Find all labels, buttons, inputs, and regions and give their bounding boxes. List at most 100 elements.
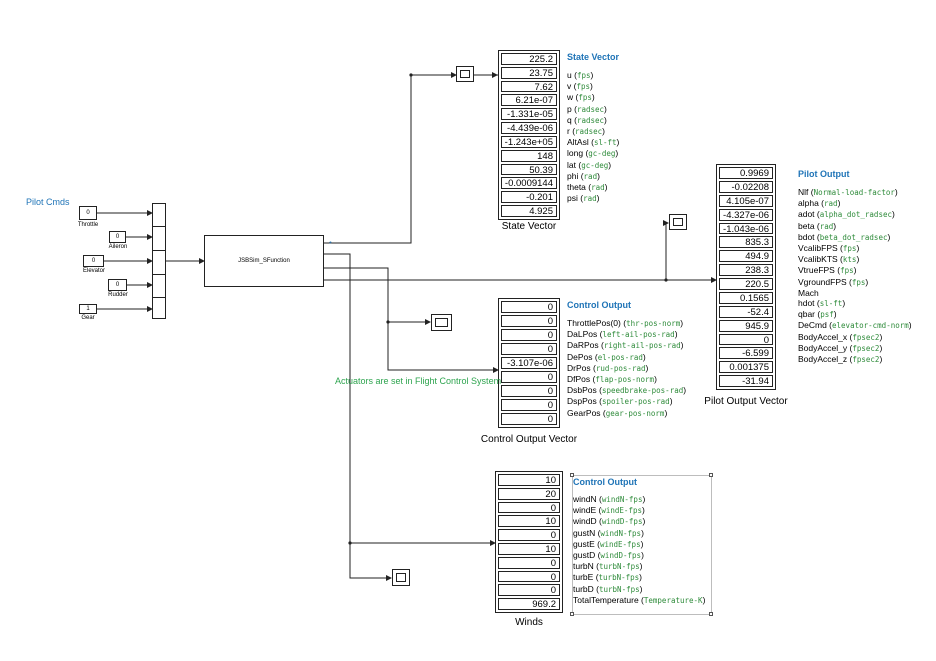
legend-row: windE (windE-fps)	[573, 505, 645, 516]
state-value: -1.331e-05	[501, 108, 557, 121]
winds-value: 0	[498, 584, 560, 597]
legend-row: r (radsec)	[567, 126, 605, 137]
resize-handle[interactable]	[570, 473, 574, 477]
pilot-value: 0.001375	[719, 361, 773, 374]
legend-row: turbE (turbN-fps)	[573, 572, 643, 583]
constant-rudder-value: 0	[115, 282, 120, 288]
legend-row: gustN (windN-fps)	[573, 527, 644, 538]
legend-row: psi (rad)	[567, 193, 600, 204]
control-output-title: Control Output	[567, 300, 631, 310]
scope-pilot[interactable]	[669, 214, 687, 230]
wire-state	[324, 74, 498, 244]
legend-row: Mach	[798, 287, 819, 298]
state-vector-legend: u (fps) v (fps) w (fps) p (radsec) q (ra…	[567, 70, 619, 204]
control-output-display[interactable]: 0 0 0 0 -3.107e-06 0 0 0 0	[498, 298, 560, 428]
legend-row: hdot (sl-ft)	[798, 298, 846, 309]
state-vector-display[interactable]: 225.2 23.75 7.62 6.21e-07 -1.331e-05 -4.…	[498, 50, 560, 220]
legend-row: turbN (turbN-fps)	[573, 561, 643, 572]
legend-row: DaLPos (left-ail-pos-rad)	[567, 329, 678, 340]
legend-row: gustE (windE-fps)	[573, 538, 644, 549]
state-value: 6.21e-07	[501, 94, 557, 107]
pilot-output-legend: Nlf (Normal-load-factor) alpha (rad) ado…	[798, 187, 912, 365]
constant-aileron-caption: Aileron	[108, 244, 128, 250]
winds-annotation-frame[interactable]	[572, 475, 712, 615]
state-value: -0.201	[501, 191, 557, 204]
legend-row: phi (rad)	[567, 170, 600, 181]
legend-row: DspPos (spoiler-pos-rad)	[567, 396, 673, 407]
scope-state[interactable]	[456, 66, 474, 82]
scope-control[interactable]	[431, 314, 452, 331]
control-value: 0	[501, 371, 557, 383]
pilot-value: -6.599	[719, 347, 773, 360]
pilot-value: 220.5	[719, 278, 773, 290]
resize-handle[interactable]	[570, 612, 574, 616]
winds-value: 10	[498, 542, 560, 555]
legend-row: long (gc-deg)	[567, 148, 619, 159]
scope-winds[interactable]	[392, 569, 410, 586]
pilot-output-title: Pilot Output	[798, 169, 850, 179]
sfunction-label: JSBSim_SFunction	[238, 258, 290, 264]
pilot-value: 0.1565	[719, 291, 773, 304]
constant-elevator-caption: Elevator	[82, 268, 105, 274]
pilot-value: -4.327e-06	[719, 208, 773, 221]
control-output-caption: Control Output Vector	[480, 434, 578, 445]
legend-row: u (fps)	[567, 70, 594, 80]
pilot-output-display[interactable]: 0.9969 -0.02208 4.105e-07 -4.327e-06 -1.…	[716, 164, 776, 390]
legend-row: VcalibFPS (fps)	[798, 243, 860, 254]
legend-row: VcalibKTS (kts)	[798, 254, 860, 265]
state-value: 50.39	[501, 163, 557, 176]
resize-handle[interactable]	[709, 473, 713, 477]
port-marker: *	[329, 241, 332, 248]
winds-value: 0	[498, 501, 560, 514]
wire-winds	[324, 253, 392, 581]
constant-rudder[interactable]: 0	[108, 279, 127, 291]
constant-aileron-value: 0	[115, 234, 120, 240]
winds-value: 0	[498, 556, 560, 569]
constant-throttle-caption: Throttle	[77, 222, 99, 228]
legend-row: AltAsl (sl-ft)	[567, 137, 620, 148]
legend-row: q (radsec)	[567, 114, 607, 125]
constant-gear-caption: Gear	[81, 315, 95, 321]
state-vector-title: State Vector	[567, 52, 620, 62]
legend-row: TotalTemperature (Temperature-K)	[573, 594, 706, 605]
winds-legend: windN (windN-fps) windE (windE-fps) wind…	[573, 494, 705, 606]
control-value: 0	[501, 301, 557, 313]
constant-gear[interactable]: 1	[79, 304, 97, 314]
jsbsim-sfunction-block[interactable]: JSBSim_SFunction	[204, 235, 324, 287]
legend-row: p (radsec)	[567, 103, 607, 114]
legend-row: DePos (el-pos-rad)	[567, 351, 646, 362]
state-value: 4.925	[501, 205, 557, 217]
control-value: 0	[501, 343, 557, 355]
state-value: -4.439e-06	[501, 122, 557, 134]
legend-row: adot (alpha_dot_radsec)	[798, 209, 895, 220]
control-value: -3.107e-06	[501, 357, 557, 369]
pilot-value: -52.4	[719, 305, 773, 318]
pilot-value: 238.3	[719, 264, 773, 276]
legend-row: GearPos (gear-pos-norm)	[567, 407, 668, 418]
winds-value: 10	[498, 474, 560, 486]
resize-handle[interactable]	[709, 612, 713, 616]
constant-elevator-value: 0	[91, 258, 96, 264]
control-value: 0	[501, 399, 557, 411]
state-value: 225.2	[501, 53, 557, 65]
legend-row: DaRPos (right-ail-pos-rad)	[567, 340, 684, 351]
mux-block[interactable]	[152, 203, 166, 319]
legend-row: VgroundFPS (fps)	[798, 276, 869, 287]
legend-row: turbD (turbN-fps)	[573, 583, 643, 594]
winds-display[interactable]: 10 20 0 10 0 10 0 0 0 969.2	[495, 471, 563, 613]
constant-aileron[interactable]: 0	[109, 231, 126, 243]
pilot-value: -31.94	[719, 375, 773, 387]
pilot-output-caption: Pilot Output Vector	[704, 396, 788, 407]
wire-control	[324, 267, 498, 371]
pilot-value: 4.105e-07	[719, 194, 773, 207]
legend-row: gustD (windD-fps)	[573, 550, 644, 561]
legend-row: theta (rad)	[567, 182, 608, 193]
legend-row: alpha (rad)	[798, 198, 841, 209]
constant-throttle[interactable]: 0	[79, 206, 97, 220]
pilot-value: -1.043e-06	[719, 222, 773, 235]
legend-row: qbar (psf)	[798, 309, 837, 320]
constant-elevator[interactable]: 0	[83, 255, 104, 267]
pilot-value: 0	[719, 333, 773, 346]
